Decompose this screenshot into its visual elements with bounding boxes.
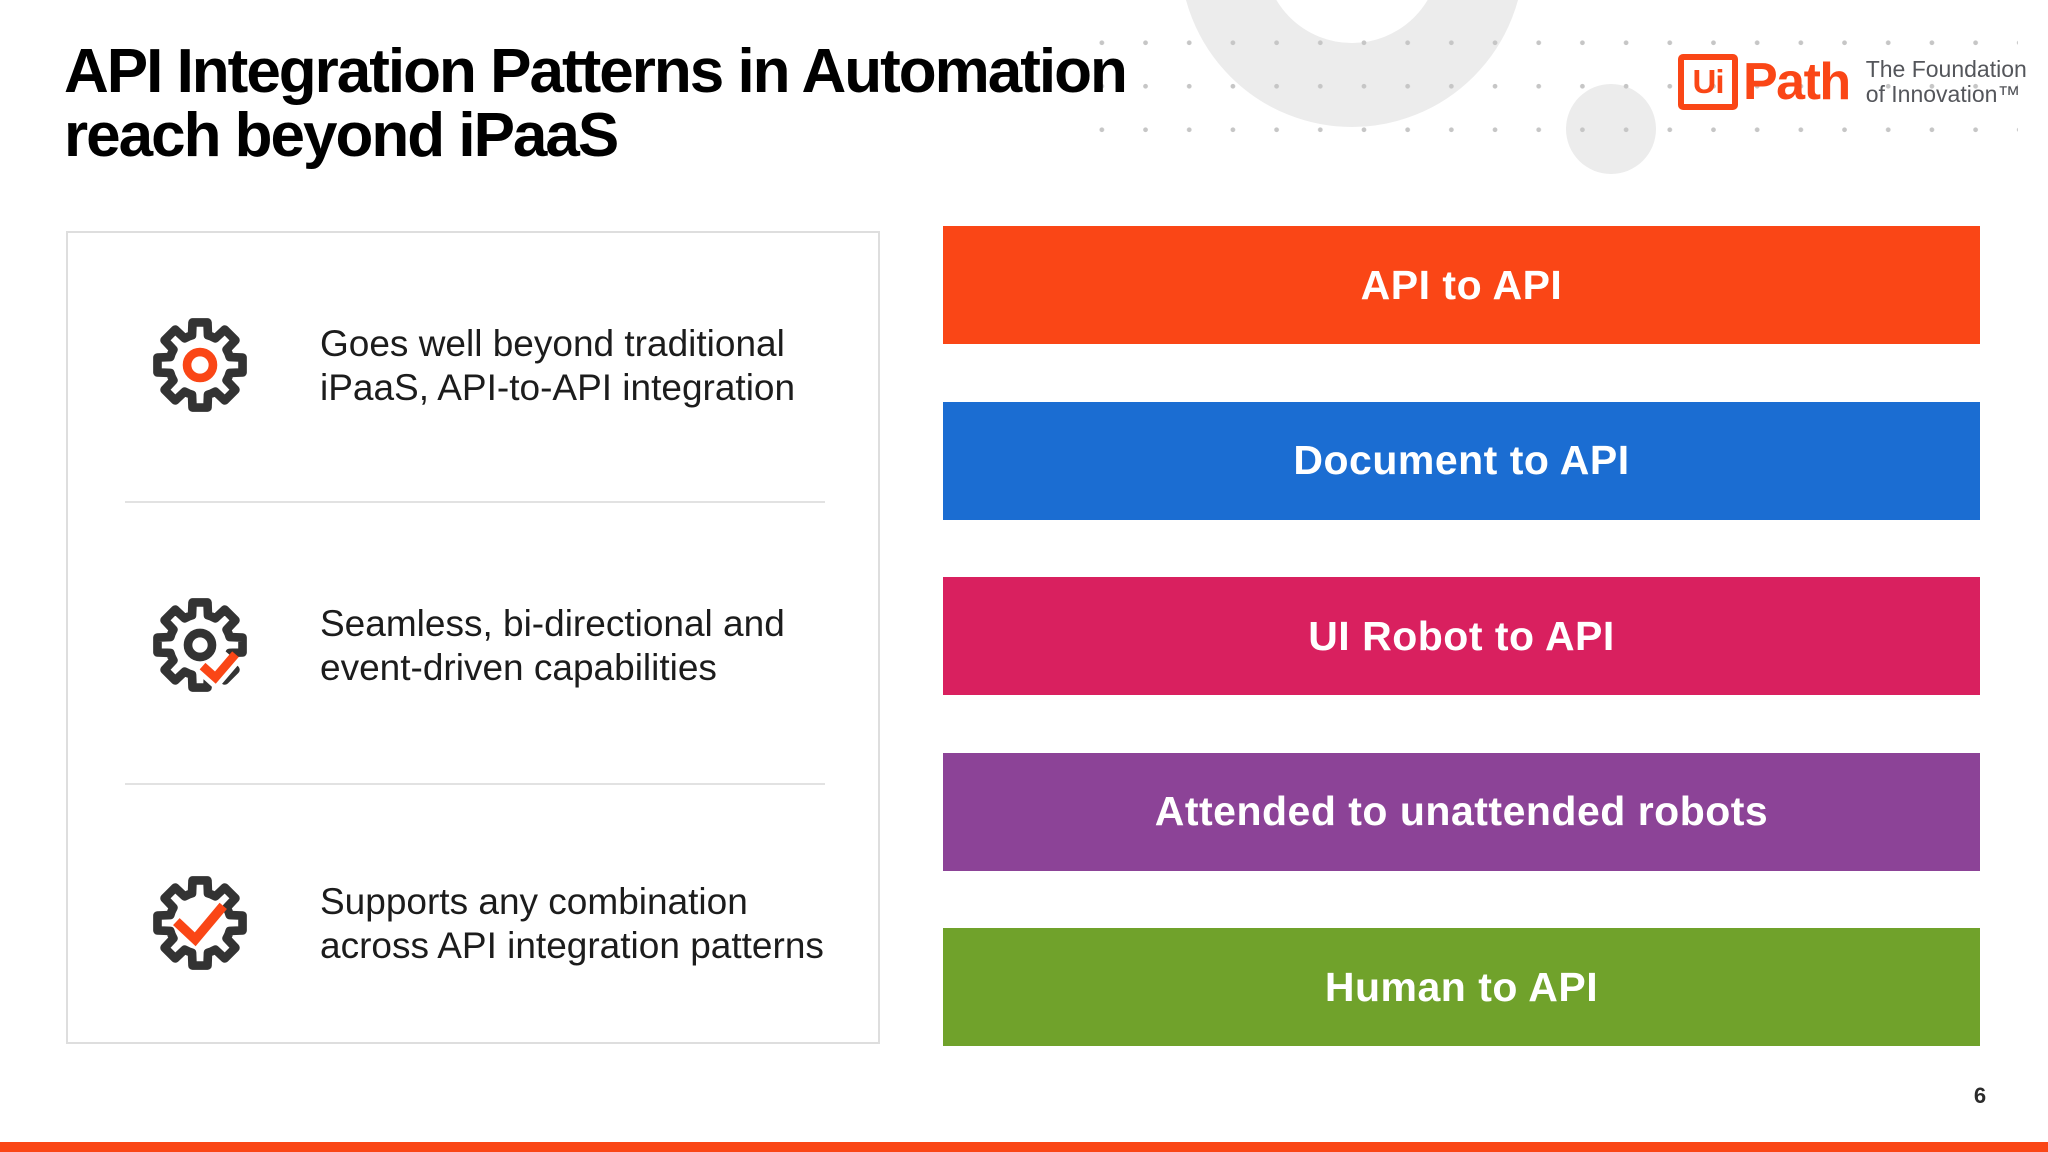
feature-text: Goes well beyond traditional iPaaS, API-… <box>320 323 796 408</box>
pattern-bar-label: API to API <box>1360 261 1563 308</box>
feature-text: Seamless, bi-directional and event-drive… <box>320 603 785 688</box>
uipath-logo-tagline: The Foundation of Innovation™ <box>1865 56 2027 107</box>
footer-stripe <box>0 1142 2048 1152</box>
decorative-dot-grid <box>1080 21 2018 149</box>
pattern-bar-human-to-api: Human to API <box>943 928 1980 1046</box>
pattern-bar-ui-robot-to-api: UI Robot to API <box>943 577 1980 695</box>
pattern-bar-label: Document to API <box>1293 437 1630 483</box>
feature-text: Supports any combination across API inte… <box>320 881 824 966</box>
gear-checkmark-icon <box>152 873 248 973</box>
gear-target-icon <box>152 315 248 415</box>
uipath-logo-mark-icon: Ui <box>1678 54 1738 110</box>
pattern-bar-api-to-api: API to API <box>943 226 1980 344</box>
page-title: API Integration Patterns in Automation r… <box>64 37 1128 170</box>
pattern-bar-label: UI Robot to API <box>1308 612 1615 659</box>
pattern-bar-document-to-api: Document to API <box>943 401 1980 520</box>
uipath-logo-wordmark: Path <box>1743 53 1851 111</box>
divider <box>125 783 825 785</box>
pattern-bars-list: API to API Document to API UI Robot to API… <box>943 226 1980 1046</box>
divider <box>125 501 825 503</box>
uipath-logo: Ui Path The Foundation of Innovation™ <box>1678 52 2027 112</box>
page-number: 6 <box>1973 1083 1987 1108</box>
gear-checkmark-badge-icon <box>152 595 248 695</box>
pattern-bar-attended-to-unattended-robots: Attended to unattended robots <box>943 752 1980 871</box>
feature-panel: Goes well beyond traditional iPaaS, API-… <box>66 231 880 1044</box>
pattern-bar-label: Attended to unattended robots <box>1154 788 1769 834</box>
pattern-bar-label: Human to API <box>1324 963 1599 1010</box>
